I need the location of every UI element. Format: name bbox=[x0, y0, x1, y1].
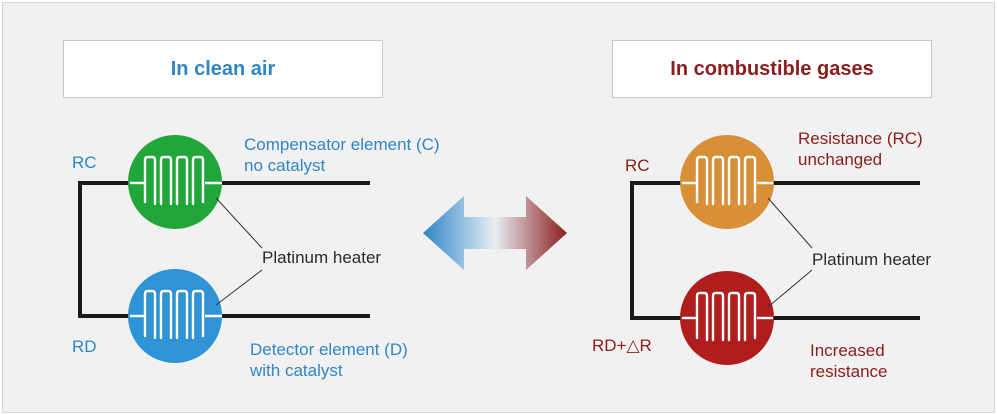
rd-label: RD bbox=[72, 337, 97, 356]
combustible-gases-title: In combustible gases bbox=[612, 40, 932, 98]
clean-air-title: In clean air bbox=[63, 40, 383, 98]
left-circuit bbox=[78, 135, 370, 363]
heater-leader-line bbox=[215, 197, 263, 249]
heater-leader-line bbox=[215, 269, 263, 306]
resistance-rc-note: unchanged bbox=[798, 150, 883, 169]
heater-leader-line bbox=[767, 269, 813, 308]
heater-leader-line bbox=[767, 197, 813, 249]
detector-element-note: with catalyst bbox=[250, 361, 343, 380]
platinum-heater-label-gas: Platinum heater bbox=[812, 250, 932, 269]
detector-element-label: Detector element (D) bbox=[250, 340, 408, 359]
right-circuit bbox=[630, 135, 920, 365]
compensator-element-gas bbox=[680, 135, 774, 229]
detector-element-gas bbox=[680, 271, 774, 365]
compensator-element-label: Compensator element (C) bbox=[244, 135, 440, 154]
double-arrow-icon bbox=[423, 196, 567, 270]
platinum-heater-label: Platinum heater bbox=[262, 248, 382, 267]
compensator-element-clean bbox=[128, 135, 222, 229]
increased-resistance-label: Increased bbox=[810, 341, 885, 360]
rd-delta-label: RD+△R bbox=[592, 336, 652, 355]
rc-label: RC bbox=[72, 153, 97, 172]
increased-resistance-note: resistance bbox=[810, 362, 888, 381]
resistance-rc-label: Resistance (RC) bbox=[798, 129, 923, 148]
compensator-element-note: no catalyst bbox=[244, 156, 326, 175]
rc-label-gas: RC bbox=[625, 156, 650, 175]
detector-element-clean bbox=[128, 269, 222, 363]
